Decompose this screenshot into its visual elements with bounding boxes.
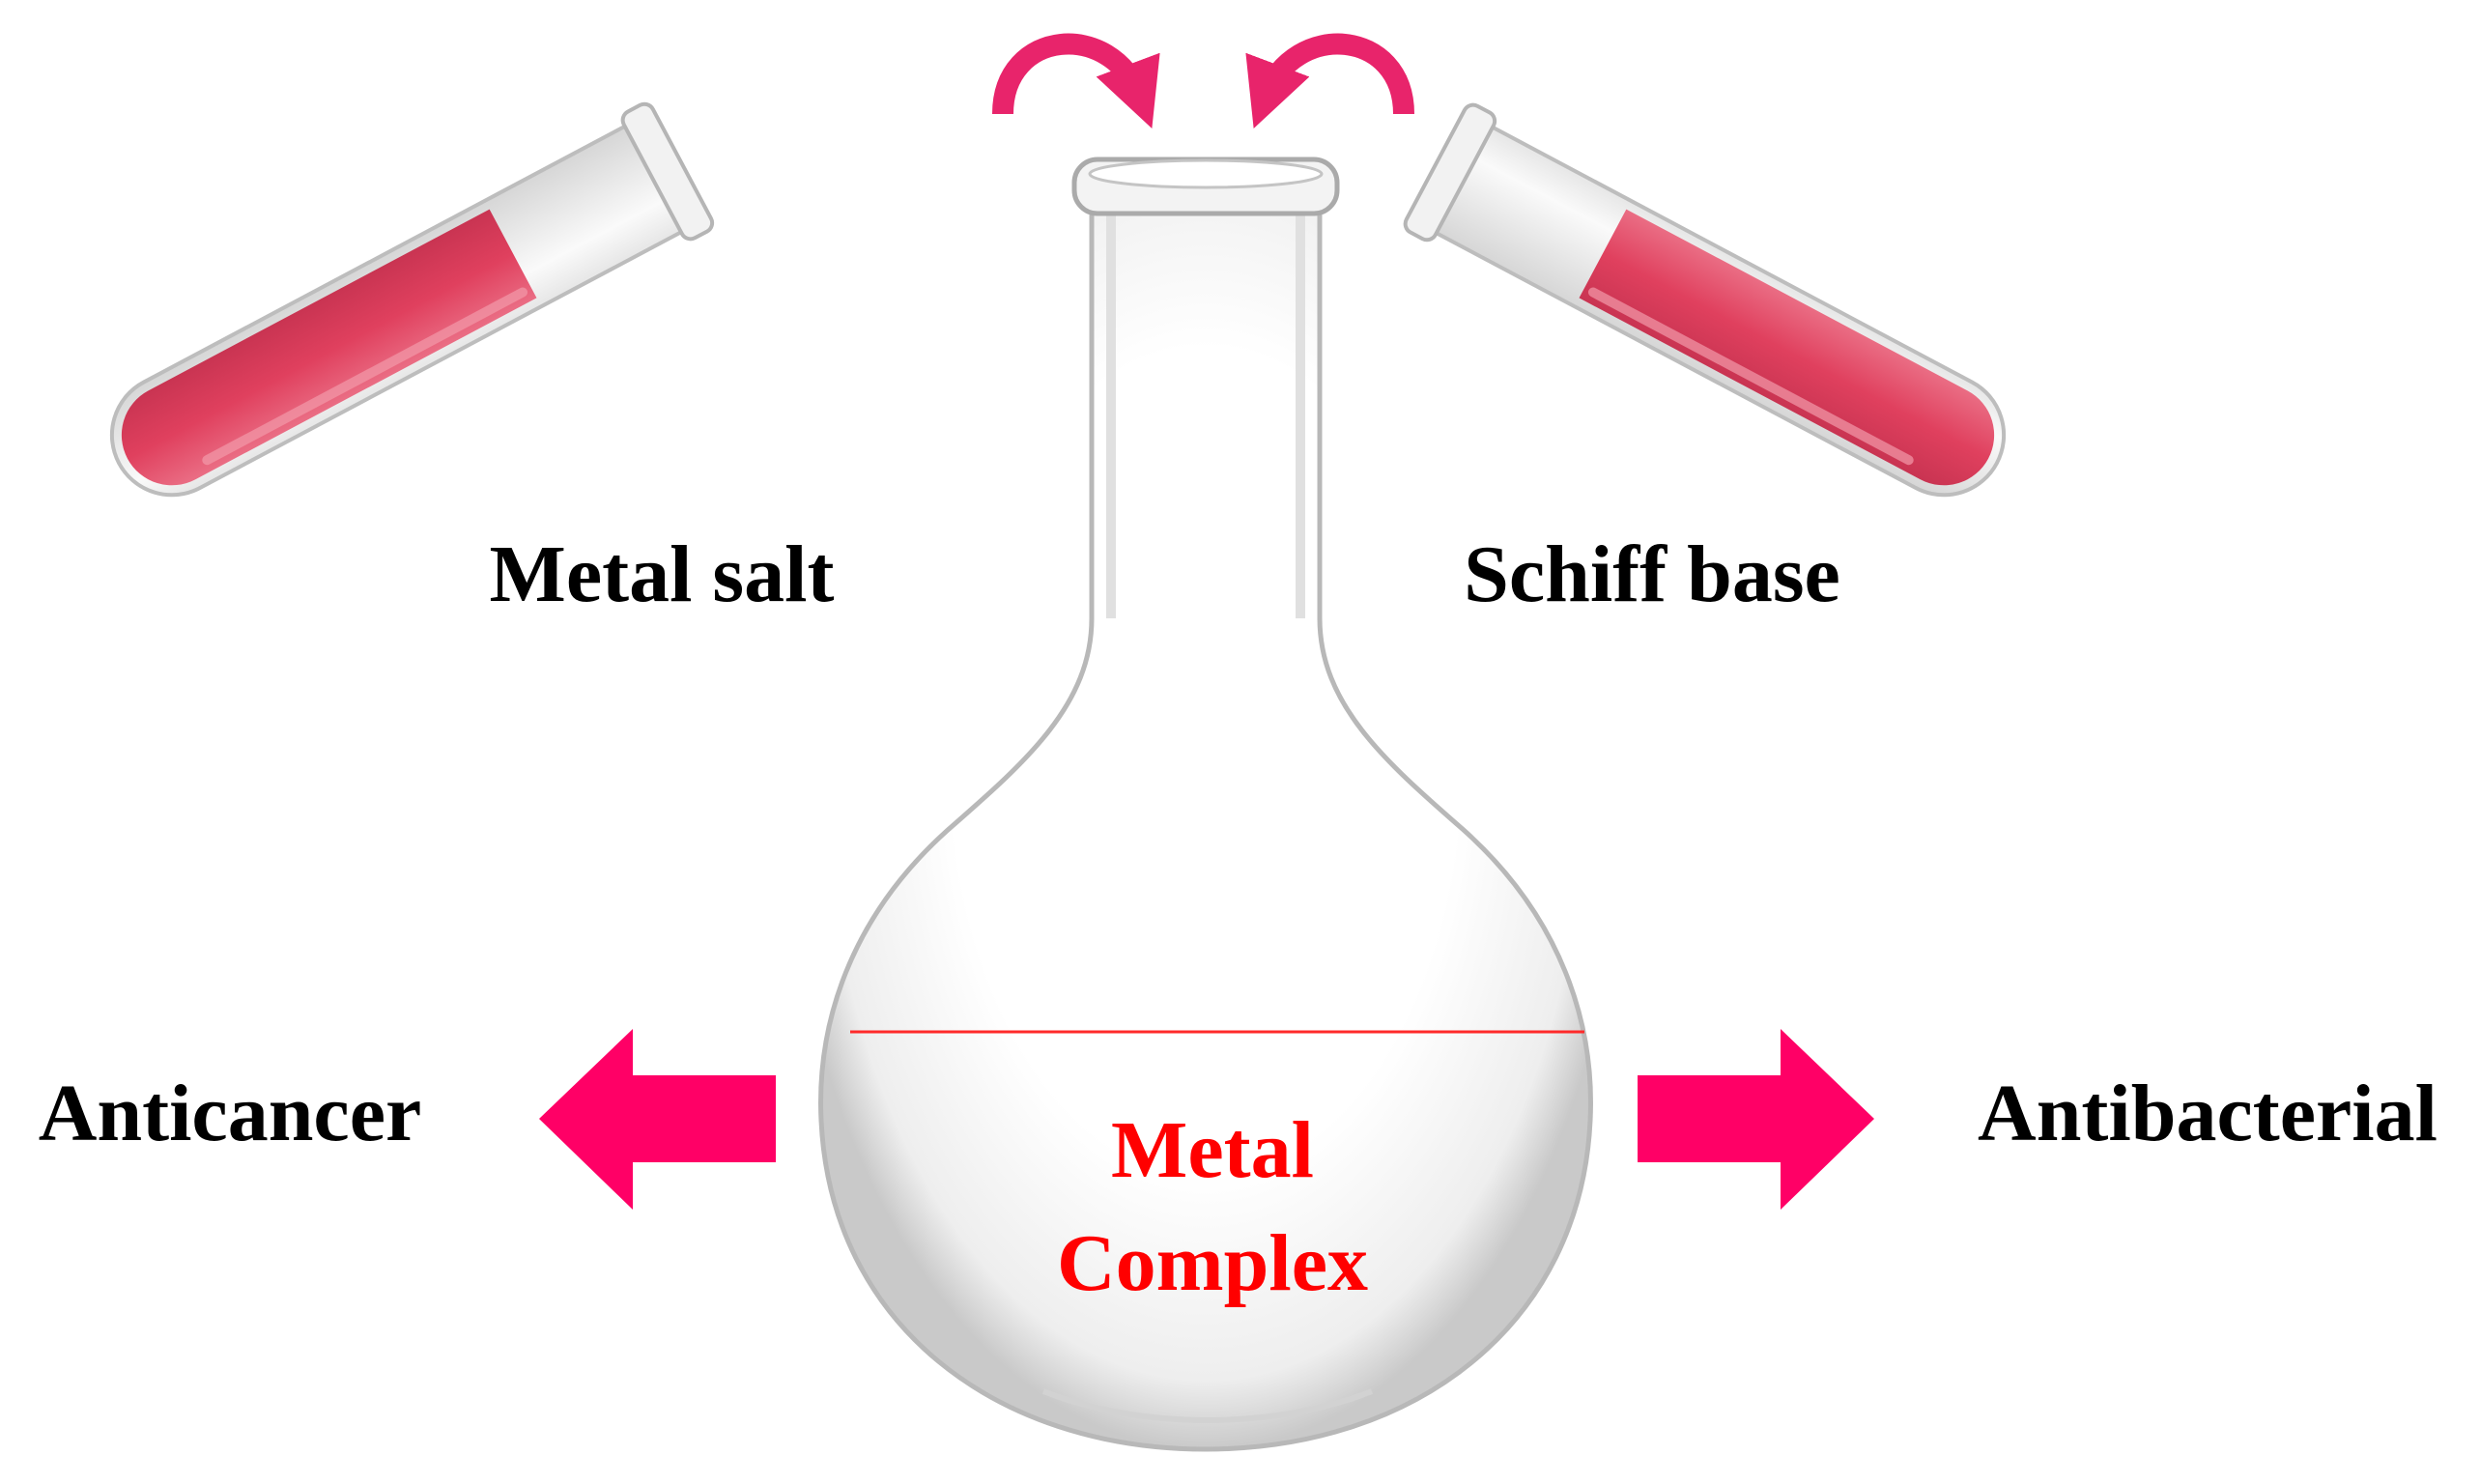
- metal-complex-label-line1: Metal: [1111, 1105, 1314, 1195]
- test-tube-icon: [109, 101, 715, 498]
- round-bottom-flask-icon: [818, 157, 1593, 1452]
- block-arrow-right-icon: [1638, 1029, 1874, 1210]
- metal-complex-label-line2: Complex: [1057, 1218, 1368, 1308]
- schiff-base-test-tube: [1403, 102, 2007, 498]
- block-arrow-left-icon: [539, 1029, 776, 1210]
- curved-arrow-icon: [992, 33, 1160, 128]
- schiff-base-label: Schiff base: [1464, 529, 1840, 619]
- anticancer-label: Anticancer: [39, 1069, 422, 1158]
- metal-salt-test-tube: [109, 101, 715, 498]
- curved-arrow-icon: [1245, 33, 1414, 128]
- antibacterial-label: Antibacterial: [1978, 1069, 2437, 1158]
- metal-salt-label: Metal salt: [490, 529, 835, 619]
- test-tube-icon: [1403, 102, 2007, 498]
